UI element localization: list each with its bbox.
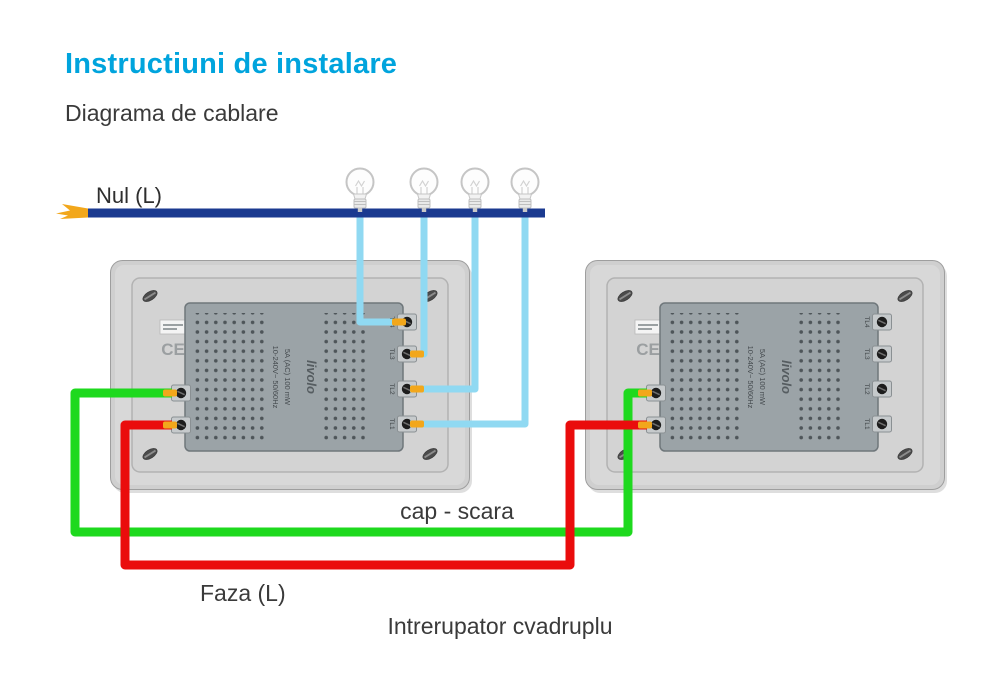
phase-wire-label: Faza (L)	[200, 580, 286, 606]
wire-connector-tip-red-right	[638, 421, 652, 429]
lamp-wire-1	[356, 213, 398, 326]
page-title: Instructiuni de instalare	[65, 48, 398, 80]
wire-connector-tip-lamp4	[410, 420, 424, 428]
page-subtitle: Diagrama de cablare	[65, 100, 279, 126]
light-bulb-3	[460, 167, 490, 213]
switch-left	[111, 261, 473, 494]
traveler-wire-green	[70, 388, 647, 537]
light-bulb-2	[409, 167, 439, 213]
wire-connector-tip-lamp3	[410, 385, 424, 393]
neutral-wire-label: Nul (L)	[96, 183, 162, 208]
neutral-wire-stripped-end	[56, 204, 88, 219]
light-bulb-1	[345, 167, 375, 213]
lamp-wire-4	[410, 213, 529, 428]
light-bulb-4	[510, 167, 540, 213]
switch-right	[586, 261, 948, 494]
wire-connector-tip-red-left	[163, 421, 177, 429]
wire-connector-tip-green-right	[638, 389, 652, 397]
lamp-wire-3	[410, 213, 479, 393]
wire-connector-tip-lamp2	[410, 350, 424, 358]
wire-connector-tip-green-left	[163, 389, 177, 397]
phase-wire-red	[120, 420, 647, 570]
traveler-wire-label: cap - scara	[400, 498, 514, 524]
wire-connector-tip-lamp1	[392, 318, 406, 326]
diagram-caption: Intrerupator cvadruplu	[387, 613, 612, 639]
